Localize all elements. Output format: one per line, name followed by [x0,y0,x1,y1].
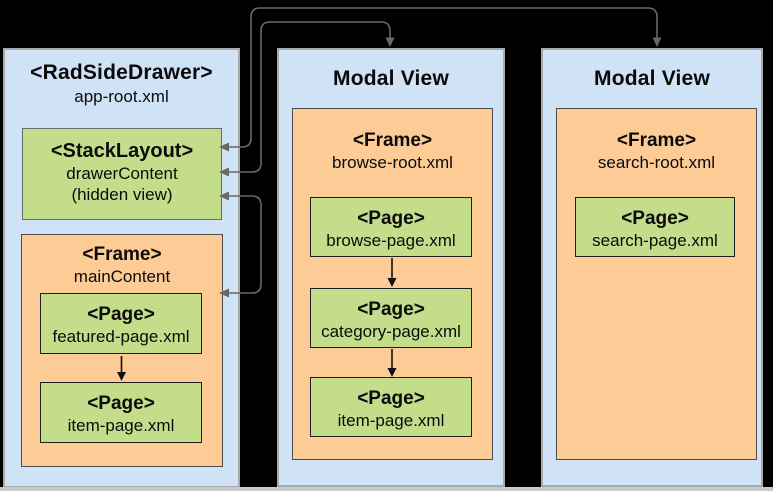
page-box-search: <Page> search-page.xml [575,197,735,257]
search-modal-panel: Modal View <Frame> search-root.xml <Page… [541,48,763,487]
search-frame-filename: search-root.xml [597,153,716,172]
browse-frame-title: <Frame> [352,130,433,151]
page-title: <Page> [87,393,155,414]
browse-frame-filename: browse-root.xml [332,153,453,172]
drawer-content-note: (hidden view) [71,185,173,204]
page-filename: item-page.xml [67,416,175,435]
app-root-panel: <RadSideDrawer> app-root.xml <StackLayou… [3,48,240,488]
bottom-edge-strip [0,487,773,491]
search-frame-title: <Frame> [616,130,697,151]
page-box-item-browse: <Page> item-page.xml [310,377,472,437]
drawer-content-box: <StackLayout> drawerContent (hidden view… [22,128,222,220]
page-filename: featured-page.xml [52,327,190,346]
drawer-content-name: drawerContent [66,164,178,183]
browse-root-frame-box: <Frame> browse-root.xml <Page> browse-pa… [292,108,493,460]
main-frame-name: mainContent [73,267,171,286]
page-filename: item-page.xml [337,411,445,430]
search-modal-title: Modal View [594,67,710,90]
page-title: <Page> [357,208,425,229]
page-box-item-main: <Page> item-page.xml [40,382,202,443]
page-filename: search-page.xml [592,231,718,250]
main-content-frame-box: <Frame> mainContent <Page> featured-page… [21,234,223,467]
page-filename: browse-page.xml [326,231,456,250]
page-title: <Page> [357,388,425,409]
app-root-filename: app-root.xml [74,87,169,106]
browse-modal-title: Modal View [333,67,449,90]
browse-modal-panel: Modal View <Frame> browse-root.xml <Page… [277,48,505,487]
drawer-content-title: <StackLayout> [50,140,194,162]
page-title: <Page> [87,304,155,325]
main-frame-title: <Frame> [82,244,162,265]
page-title: <Page> [621,208,689,229]
page-box-browse: <Page> browse-page.xml [310,197,472,257]
page-box-featured: <Page> featured-page.xml [40,293,202,354]
app-root-title: <RadSideDrawer> [30,61,213,84]
search-root-frame-box: <Frame> search-root.xml <Page> search-pa… [556,108,757,460]
page-title: <Page> [357,299,425,320]
page-filename: category-page.xml [321,322,461,341]
page-box-category: <Page> category-page.xml [310,288,472,348]
